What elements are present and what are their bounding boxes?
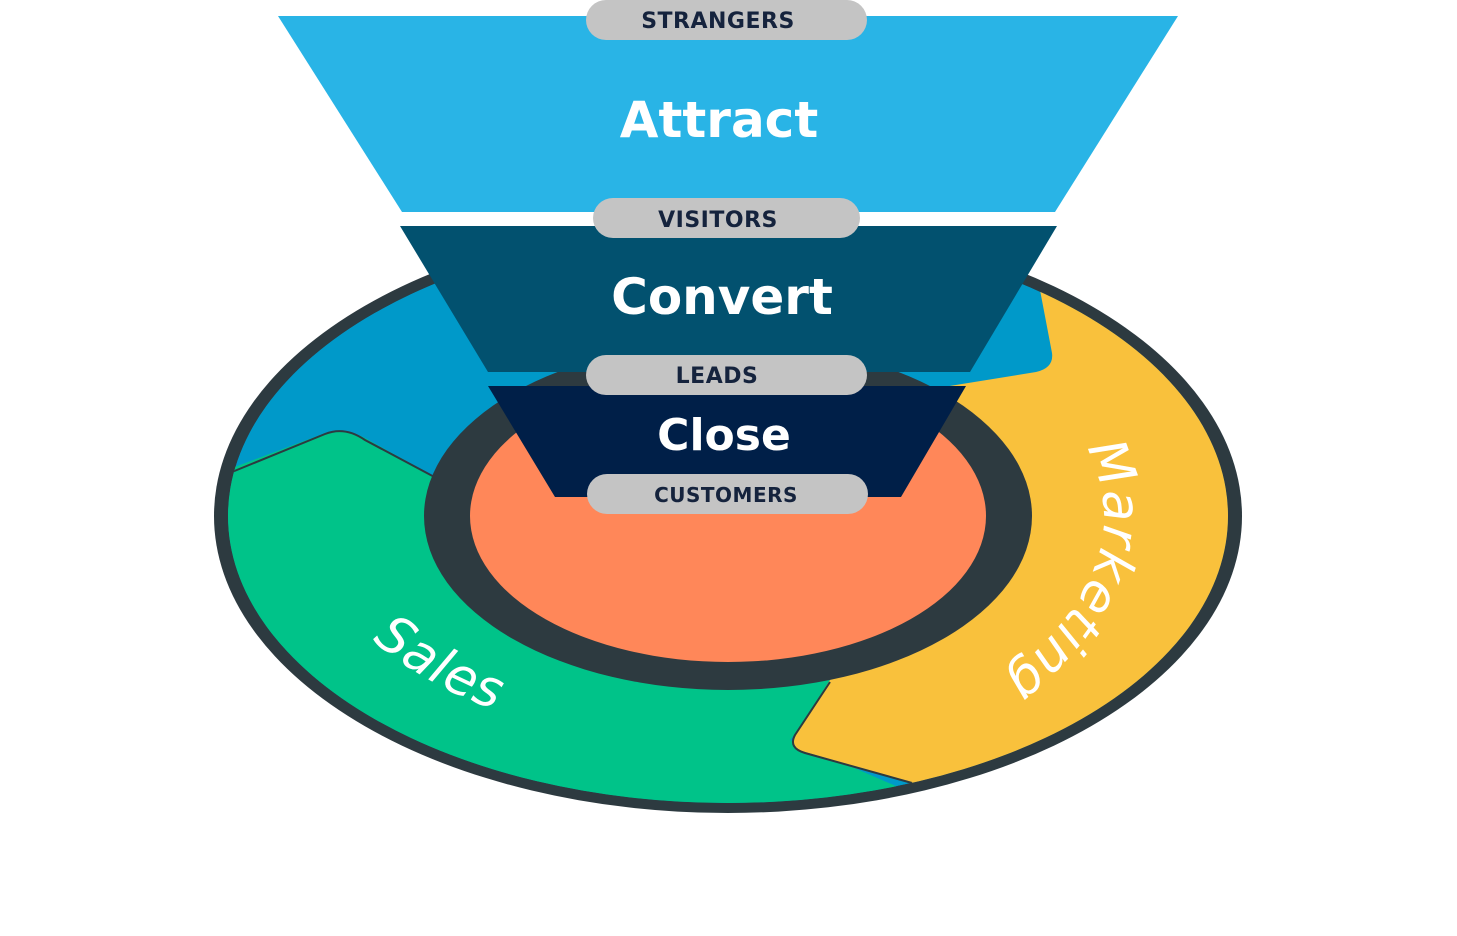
ring-segment-divider: [231, 430, 441, 481]
audience-label-leads: LEADS: [676, 364, 759, 389]
stage-label-attract: Attract: [620, 91, 818, 149]
audience-label-visitors: VISITORS: [658, 208, 778, 233]
ring-segment-divider: [792, 681, 913, 784]
stage-label-close: Close: [657, 410, 791, 461]
audience-pill-strangers: [586, 0, 867, 40]
audience-pill-leads: [586, 355, 867, 395]
funnel: Attract Convert Close STRANGERS VISITORS…: [278, 0, 1178, 514]
funnel-stage-close: [488, 386, 966, 497]
audience-pill-visitors: [593, 198, 860, 238]
funnel-stage-convert: [400, 226, 1057, 372]
stage-label-convert: Convert: [611, 268, 833, 326]
audience-label-customers: CUSTOMERS: [654, 483, 798, 507]
audience-label-strangers: STRANGERS: [641, 9, 795, 34]
audience-pill-customers: [587, 474, 868, 514]
funnel-stage-attract: [278, 16, 1178, 212]
